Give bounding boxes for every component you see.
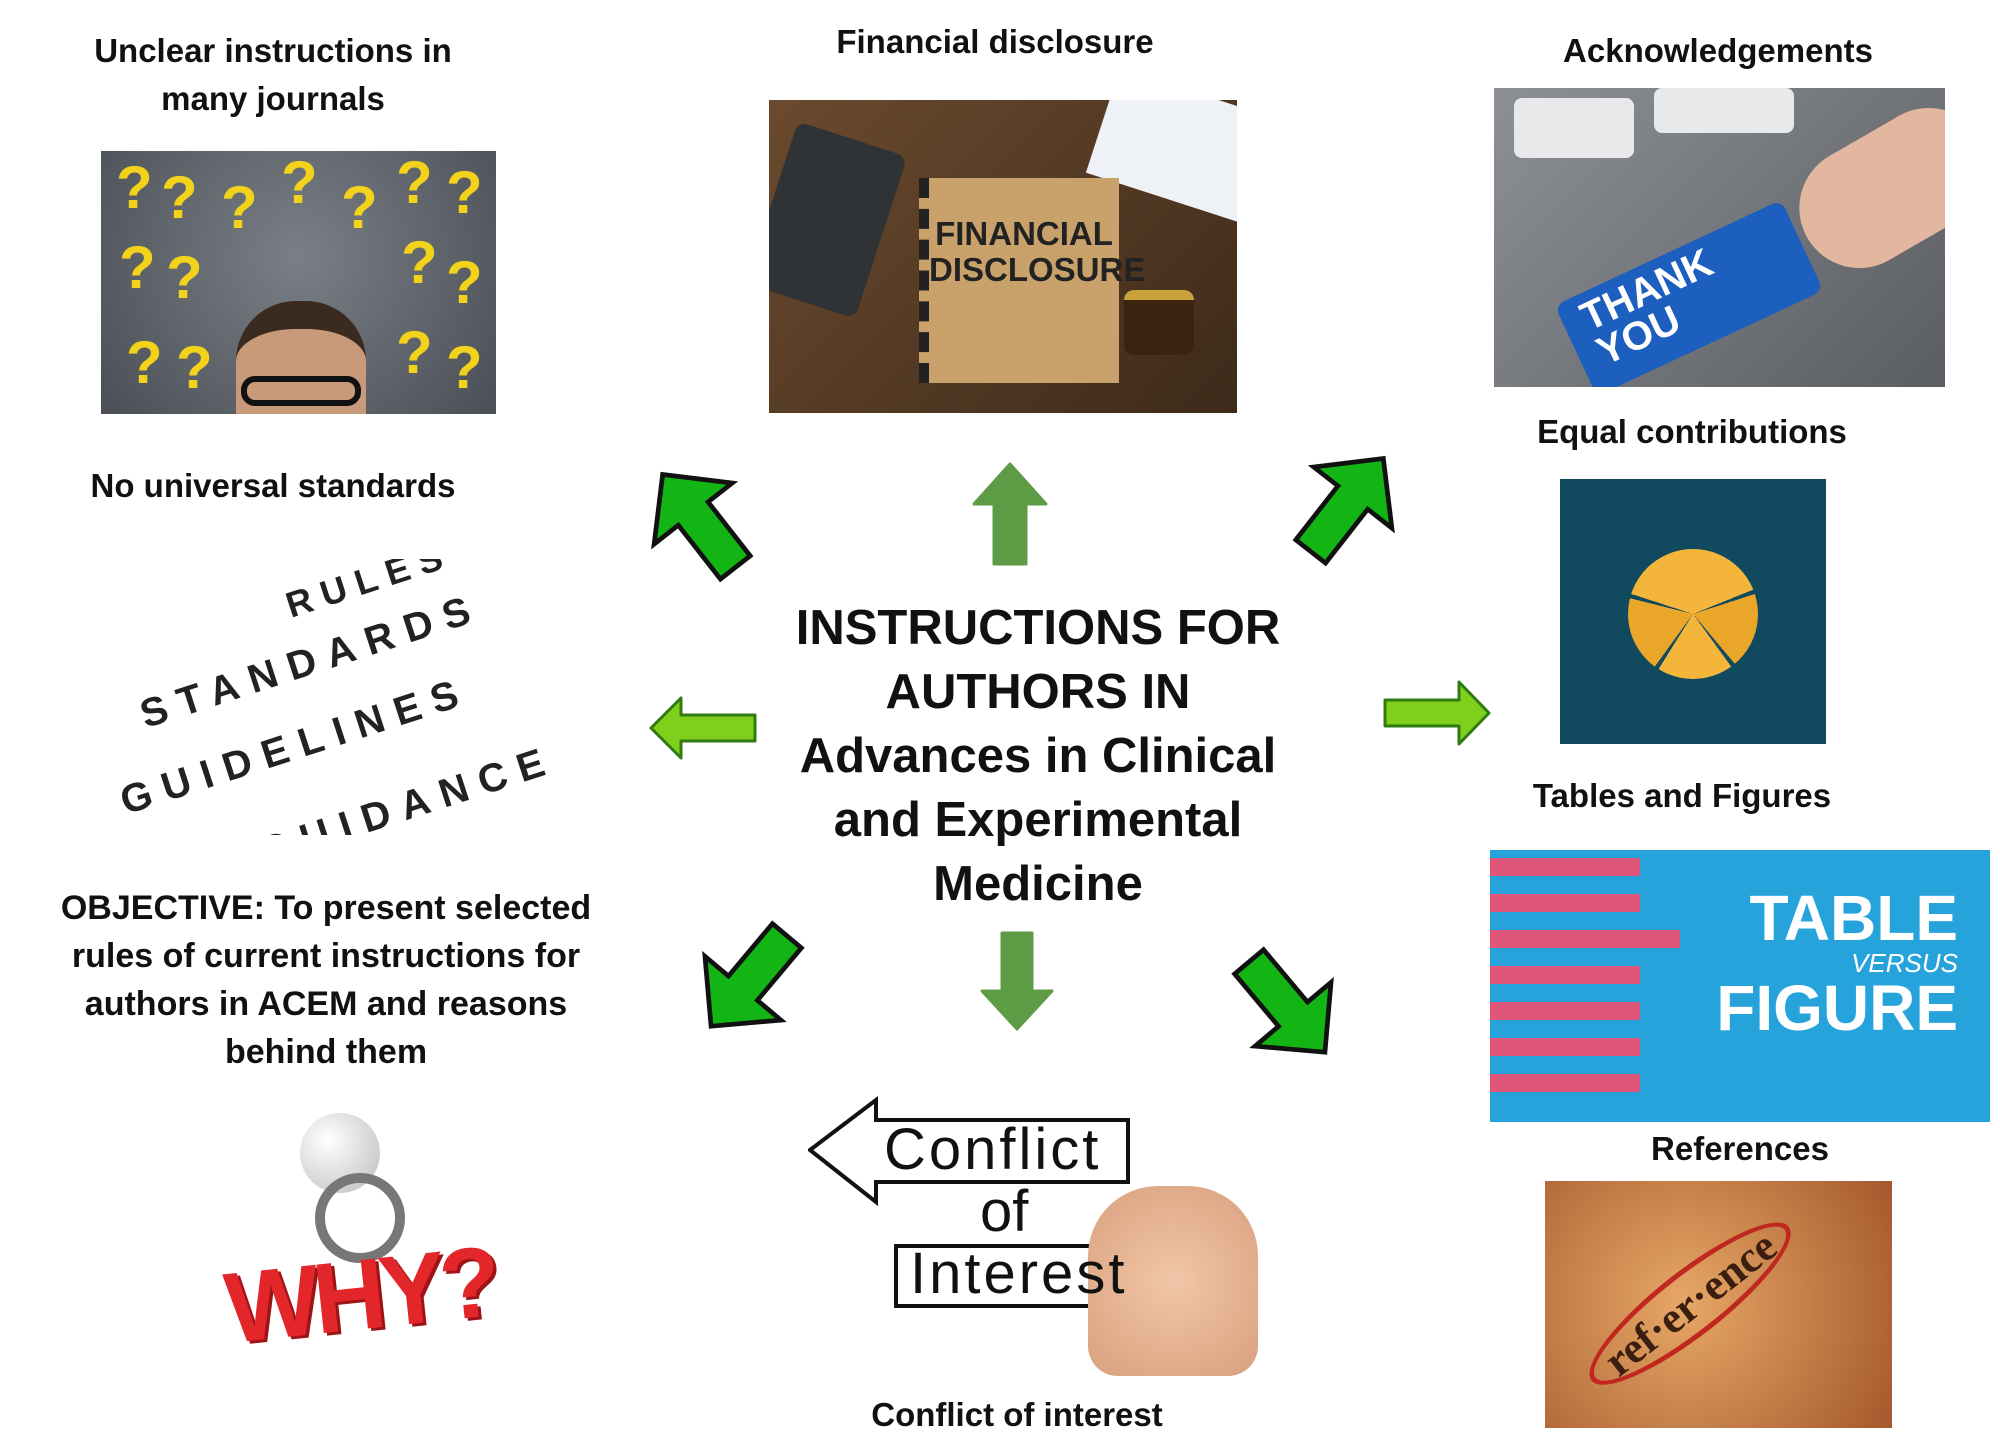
- question-mark: ?: [446, 334, 483, 401]
- question-mark: ?: [221, 174, 258, 241]
- objective-line: rules of current instructions for: [71, 937, 581, 975]
- arrow-left-icon: [649, 696, 757, 760]
- bar-graphic: [1490, 930, 1680, 948]
- label-equal-contributions: Equal contributions: [1537, 413, 1847, 450]
- label-unclear-instructions: Unclear instructions in many journals: [94, 27, 452, 123]
- question-mark: ?: [446, 249, 483, 316]
- title-line: AUTHORS IN: [885, 665, 1191, 719]
- arrow-down-icon: [980, 931, 1054, 1031]
- label-no-universal-standards: No universal standards: [90, 467, 456, 504]
- table-figure-text: TABLE VERSUS FIGURE: [1716, 886, 1958, 1040]
- objective-line: behind them: [224, 1033, 428, 1071]
- key: [1654, 88, 1794, 133]
- question-marks-image: ? ? ? ? ? ? ? ? ? ? ? ? ? ? ?: [101, 151, 496, 414]
- sign-text-of: of: [980, 1179, 1029, 1244]
- objective-text: OBJECTIVE: To present selected rules of …: [61, 884, 591, 1076]
- notebook-text: FINANCIAL: [935, 215, 1113, 252]
- label-financial-disclosure: Financial disclosure: [836, 23, 1154, 60]
- text-figure: FIGURE: [1716, 972, 1958, 1044]
- question-mark: ?: [396, 151, 433, 216]
- label-acknowledgements: Acknowledgements: [1563, 32, 1873, 69]
- references-dictionary-image: ref·er·ence: [1545, 1181, 1892, 1428]
- arrow-down-right-icon: [1204, 924, 1370, 1090]
- table-versus-figure-image: TABLE VERSUS FIGURE: [1490, 850, 1990, 1122]
- thank-you-key: THANK YOU: [1554, 199, 1824, 387]
- title-line: INSTRUCTIONS FOR: [795, 601, 1281, 655]
- objective-line: OBJECTIVE: To present selected: [60, 889, 592, 927]
- title-line: Advances in Clinical: [799, 729, 1277, 783]
- question-mark: ?: [341, 174, 378, 241]
- key: [1514, 98, 1634, 158]
- calculator-icon: [769, 121, 908, 319]
- question-mark: ?: [161, 164, 198, 231]
- text-table: TABLE: [1749, 882, 1958, 954]
- arrow-up-right-icon: [1264, 422, 1430, 588]
- notebook: FINANCIAL DISCLOSURE: [919, 178, 1146, 383]
- arrow-right-icon: [1383, 680, 1491, 746]
- why-text: WHY?: [219, 1225, 501, 1365]
- central-title: INSTRUCTIONS FOR AUTHORS IN Advances in …: [796, 596, 1281, 916]
- notebook-text: DISCLOSURE: [929, 251, 1146, 288]
- arrow-up-left-icon: [616, 438, 782, 604]
- title-line: and Experimental: [833, 793, 1243, 847]
- question-mark: ?: [176, 334, 213, 401]
- sign-text-conflict: Conflict: [884, 1117, 1102, 1182]
- reference-word: ref·er·ence: [1571, 1200, 1809, 1407]
- standards-crossword-image: RULES STANDARDS GUIDELINES GUIDANCE: [103, 559, 603, 835]
- question-mark: ?: [126, 329, 163, 396]
- thank-you-keyboard-image: THANK YOU: [1494, 88, 1945, 387]
- arrow-up-icon: [972, 462, 1048, 566]
- question-mark: ?: [396, 319, 433, 386]
- magnifier-icon: [315, 1173, 405, 1263]
- hand-icon: [1088, 1186, 1258, 1376]
- label-line: many journals: [161, 80, 385, 117]
- question-mark: ?: [166, 244, 203, 311]
- label-conflict-of-interest: Conflict of interest: [871, 1396, 1163, 1433]
- question-mark: ?: [281, 151, 318, 216]
- question-mark: ?: [119, 234, 156, 301]
- bar-graphic: [1490, 858, 1640, 876]
- gavel-icon: [1124, 290, 1194, 355]
- text-versus: VERSUS: [1851, 948, 1958, 978]
- label-references: References: [1651, 1130, 1829, 1167]
- title-line: Medicine: [933, 857, 1143, 911]
- glasses-icon: [241, 376, 361, 406]
- label-tables-and-figures: Tables and Figures: [1532, 777, 1832, 814]
- financial-disclosure-image: FINANCIAL DISCLOSURE: [769, 100, 1237, 413]
- question-mark: ?: [401, 229, 438, 296]
- conflict-of-interest-graphic: Conflict of Interest: [808, 1096, 1269, 1378]
- question-mark: ?: [446, 159, 483, 226]
- arrow-down-left-icon: [666, 898, 832, 1064]
- sign-text-interest: Interest: [910, 1241, 1128, 1306]
- equal-contributions-image: [1560, 479, 1826, 744]
- question-mark: ?: [116, 154, 153, 221]
- why-magnifier-image: WHY?: [115, 1103, 513, 1372]
- pie-pieces-icon: [1628, 549, 1758, 679]
- objective-line: authors in ACEM and reasons: [84, 985, 568, 1023]
- label-line: Unclear instructions in: [94, 32, 452, 69]
